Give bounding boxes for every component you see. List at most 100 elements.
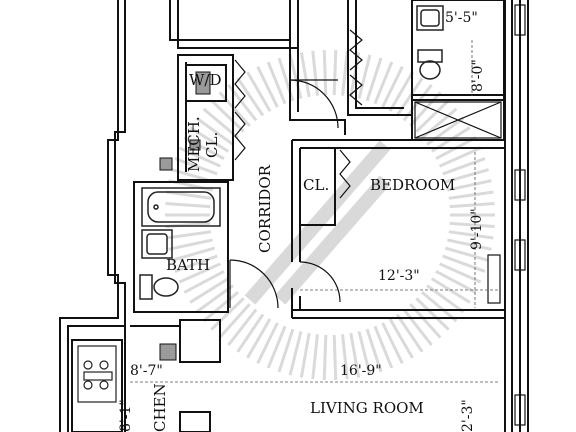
mech-label-line1: MECH. xyxy=(185,116,203,172)
watermark-ray xyxy=(277,328,295,373)
dim-bath-width: 5'-5" xyxy=(445,10,478,26)
watermark-ray xyxy=(395,313,424,353)
bathtub-icon xyxy=(141,187,221,227)
watermark-ray xyxy=(388,71,414,112)
living-room-label: LIVING ROOM xyxy=(310,399,424,417)
watermark-ray xyxy=(170,246,216,262)
watermark-ray xyxy=(381,66,404,108)
watermark-ray xyxy=(311,334,319,380)
watermark-ray xyxy=(266,325,287,369)
toilet-icon xyxy=(139,49,443,300)
mech-label-line2: CL. xyxy=(203,132,221,158)
watermark-ray xyxy=(236,313,265,353)
watermark-ray xyxy=(442,157,486,176)
watermark-ray xyxy=(299,52,311,98)
watermark-ray xyxy=(388,318,414,359)
watermark-ray xyxy=(439,146,482,168)
watermark-ray xyxy=(189,126,230,153)
watermark-ray xyxy=(349,52,361,98)
watermark-ray xyxy=(332,334,338,380)
wd-label: W/D xyxy=(189,71,222,89)
bath-label: BATH xyxy=(166,256,210,274)
watermark-ray xyxy=(166,190,212,200)
watermark-ray xyxy=(444,246,490,262)
watermark-ray xyxy=(395,77,424,117)
watermark-ray xyxy=(246,318,272,359)
watermark-ray xyxy=(174,157,218,176)
dimension-lines xyxy=(130,40,500,383)
watermark-ray xyxy=(236,77,265,117)
watermark-ray xyxy=(195,284,234,314)
watermark-ray xyxy=(349,332,361,378)
watermark-ray xyxy=(420,290,458,323)
watermark-ray xyxy=(402,308,433,346)
watermark-ray xyxy=(202,290,240,323)
corridor-label: CORRIDOR xyxy=(256,164,274,253)
dim-living-length: 2'-3" xyxy=(460,399,476,432)
watermark-ray xyxy=(357,331,372,376)
dim-bedroom-width: 12'-3" xyxy=(378,268,420,284)
watermark-ray xyxy=(439,262,482,284)
watermark-ray xyxy=(165,201,211,209)
watermark-ray xyxy=(357,54,372,99)
closet-label: CL. xyxy=(303,176,329,194)
watermark-ray xyxy=(174,254,218,273)
watermark-ray xyxy=(322,334,328,380)
watermark-ray xyxy=(195,116,234,146)
watermark-ray xyxy=(218,91,251,127)
watermark-ray xyxy=(166,230,212,240)
walls xyxy=(59,0,529,432)
watermark-ray xyxy=(426,284,465,314)
watermark-ray xyxy=(435,270,477,294)
watermark-ray xyxy=(447,238,492,251)
watermark-ray xyxy=(341,50,349,96)
window-units xyxy=(487,4,526,426)
bedroom-label: BEDROOM xyxy=(370,176,455,194)
watermark-ray xyxy=(448,190,494,200)
watermark-ray xyxy=(299,332,311,378)
watermark-ray xyxy=(322,50,328,96)
watermark-ray xyxy=(210,99,245,133)
watermark-ray xyxy=(288,331,303,376)
kitchen-label: CHEN xyxy=(151,383,169,432)
watermark-ray xyxy=(246,71,272,112)
watermark-ray xyxy=(168,238,213,251)
dim-bedroom-length: 9'-10" xyxy=(469,208,485,250)
watermark-ray xyxy=(381,322,404,364)
watermark-ray xyxy=(415,297,450,331)
watermark-ray xyxy=(341,334,349,380)
watermark-ray xyxy=(373,61,394,105)
watermark-ray xyxy=(365,57,383,102)
watermark-ray xyxy=(178,262,221,284)
shower-stall xyxy=(414,101,502,139)
watermark-ray xyxy=(449,201,495,209)
watermark-ray xyxy=(444,168,490,184)
watermark-ray xyxy=(311,50,319,96)
watermark-ray xyxy=(288,54,303,99)
watermark-ray xyxy=(442,254,486,273)
watermark-ray xyxy=(266,61,287,105)
watermark-ray xyxy=(449,221,495,229)
watermark-ray xyxy=(332,50,338,96)
watermark-ray xyxy=(365,328,383,373)
watermark-ray xyxy=(227,308,258,346)
watermark-ray xyxy=(448,230,494,240)
watermark-ray xyxy=(189,277,230,304)
sink-icon xyxy=(141,5,444,259)
mech-unit xyxy=(159,71,211,361)
dim-kitchen-width: 8'-7" xyxy=(130,363,163,379)
watermark-ray xyxy=(218,303,251,339)
watermark-ray xyxy=(256,322,279,364)
doors xyxy=(229,29,363,309)
watermark-ray xyxy=(210,297,245,331)
watermark-ray xyxy=(256,66,279,108)
dim-bath-length: 8'-0" xyxy=(470,59,486,92)
dim-living-width: 16'-9" xyxy=(340,363,382,379)
watermark-ray xyxy=(447,179,492,192)
dim-kitchen-length: 8'-1" xyxy=(118,399,134,432)
watermark-ray xyxy=(430,277,471,304)
watermark-ray xyxy=(183,270,225,294)
stove-icon xyxy=(77,345,117,403)
watermark-lines xyxy=(244,140,391,305)
